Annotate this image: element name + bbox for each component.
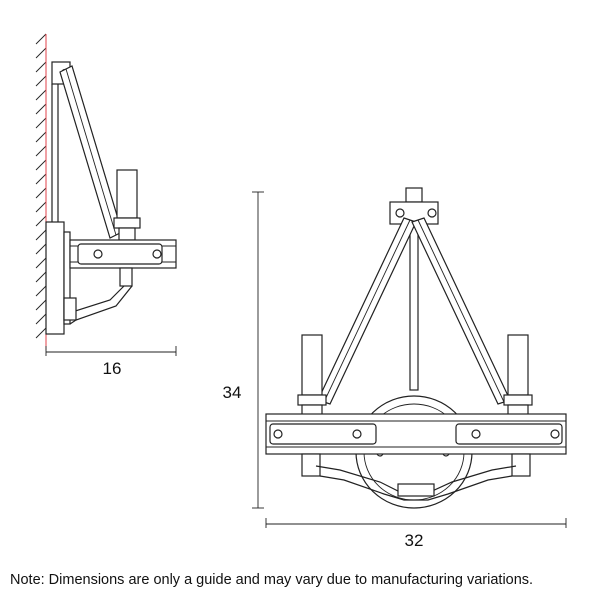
disclaimer-note: Note: Dimensions are only a guide and ma… [10, 572, 534, 588]
front-height-label: 34 [223, 383, 242, 402]
front-lower-bracket [301, 453, 531, 501]
side-wall-plate [45, 221, 65, 335]
front-height-dimension: 34 [223, 191, 264, 509]
front-view [265, 187, 567, 509]
side-view [35, 33, 177, 350]
front-width-label: 32 [405, 531, 424, 550]
front-width-dimension: 32 [265, 518, 567, 550]
side-candle [116, 169, 138, 219]
front-left-candle [297, 334, 327, 416]
side-depth-dimension: 16 [45, 346, 177, 378]
wall-hatching [35, 33, 47, 339]
front-top-mount [389, 201, 439, 225]
side-depth-label: 16 [103, 359, 122, 378]
front-right-candle [503, 334, 533, 416]
